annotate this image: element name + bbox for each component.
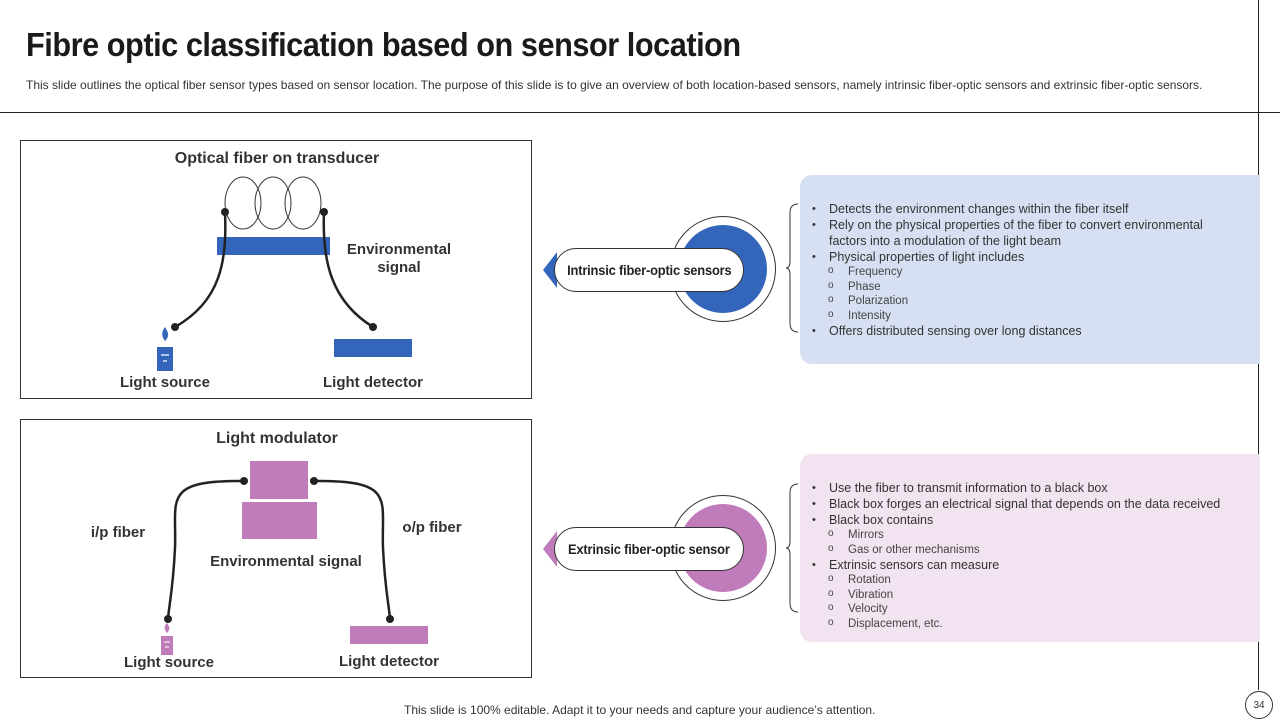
intrinsic-sensor-label: Intrinsic fiber-optic sensors — [554, 248, 744, 292]
extrinsic-source-label: Light source — [123, 654, 214, 671]
bullet-item: Rely on the physical properties of the f… — [812, 217, 1240, 249]
candle-icon — [161, 623, 173, 655]
extrinsic-sensor-label: Extrinsic fiber-optic sensor — [554, 527, 744, 571]
sub-bullet-item: Gas or other mechanisms — [826, 542, 1240, 558]
bullet-item: Extrinsic sensors can measure — [812, 557, 1240, 573]
sub-bullet-item: Frequency — [826, 264, 1240, 280]
extrinsic-detector-label: Light detector — [339, 653, 439, 670]
fiber-node — [171, 323, 179, 331]
extrinsic-diagram-drawing — [161, 461, 428, 655]
extrinsic-info-box: Use the fiber to transmit information to… — [800, 454, 1260, 642]
fiber-node — [320, 208, 328, 216]
input-fiber-label: i/p fiber — [90, 524, 146, 541]
fiber-node — [386, 615, 394, 623]
sub-bullet-item: Rotation — [826, 572, 1240, 588]
sub-bullet-item: Mirrors — [826, 527, 1240, 543]
output-fiber-label: o/p fiber — [402, 519, 462, 536]
intrinsic-source-label: Light source — [119, 374, 210, 391]
sub-bullet-item: Phase — [826, 279, 1240, 295]
light-detector-block — [334, 339, 412, 357]
sub-bullet-item: Vibration — [826, 587, 1240, 603]
light-detector-block — [350, 626, 428, 644]
intrinsic-diagram-panel: Optical fiber on transducer Environmenta… — [20, 140, 532, 399]
header-divider — [0, 112, 1280, 113]
transducer-bar — [217, 237, 330, 255]
bullet-item: Use the fiber to transmit information to… — [812, 480, 1240, 496]
extrinsic-env-label: Environmental signal — [210, 553, 362, 570]
extrinsic-diagram-title: Light modulator — [216, 430, 338, 447]
sub-bullet-item: Polarization — [826, 293, 1240, 309]
fiber-coil-loop — [254, 176, 292, 230]
input-fiber — [174, 211, 227, 329]
intrinsic-env-label: Environmental signal — [346, 241, 452, 276]
fiber-coil-loop — [284, 176, 322, 230]
bullet-item: Black box contains — [812, 512, 1240, 528]
intrinsic-brace — [786, 203, 799, 333]
bullet-item: Black box forges an electrical signal th… — [812, 496, 1240, 512]
fiber-node — [221, 208, 229, 216]
extrinsic-diagram-panel: Light modulator i/p fiber o/p fiber Envi… — [20, 419, 532, 678]
fiber-node — [164, 615, 172, 623]
bullet-item: Offers distributed sensing over long dis… — [812, 323, 1240, 339]
pointer-arrow-icon — [543, 252, 557, 288]
slide-subtitle: This slide outlines the optical fiber se… — [26, 78, 1203, 92]
intrinsic-detector-label: Light detector — [323, 374, 423, 391]
slide-footer: This slide is 100% editable. Adapt it to… — [404, 703, 876, 717]
bullet-item: Physical properties of light includes — [812, 249, 1240, 265]
fiber-node — [310, 477, 318, 485]
pointer-arrow-icon — [543, 531, 557, 567]
intrinsic-diagram-drawing — [157, 176, 412, 371]
page-number: 34 — [1245, 691, 1273, 719]
slide-title: Fibre optic classification based on sens… — [26, 26, 741, 63]
input-fiber — [166, 479, 245, 620]
sub-bullet-item: Velocity — [826, 601, 1240, 617]
extrinsic-brace — [786, 483, 799, 613]
output-fiber — [322, 211, 374, 329]
sub-bullet-item: Intensity — [826, 308, 1240, 324]
intrinsic-bullet-list: Detects the environment changes within t… — [812, 201, 1240, 339]
fiber-coil-loop — [224, 176, 262, 230]
modulator-upper-block — [250, 461, 308, 499]
extrinsic-bullet-list: Use the fiber to transmit information to… — [812, 480, 1240, 632]
sub-bullet-item: Displacement, etc. — [826, 616, 1240, 632]
intrinsic-info-box: Detects the environment changes within t… — [800, 175, 1260, 364]
output-fiber — [313, 479, 392, 620]
candle-icon — [157, 327, 173, 371]
fiber-node — [240, 477, 248, 485]
fiber-node — [369, 323, 377, 331]
modulator-lower-block — [242, 502, 317, 539]
intrinsic-diagram-title: Optical fiber on transducer — [174, 150, 380, 167]
bullet-item: Detects the environment changes within t… — [812, 201, 1240, 217]
